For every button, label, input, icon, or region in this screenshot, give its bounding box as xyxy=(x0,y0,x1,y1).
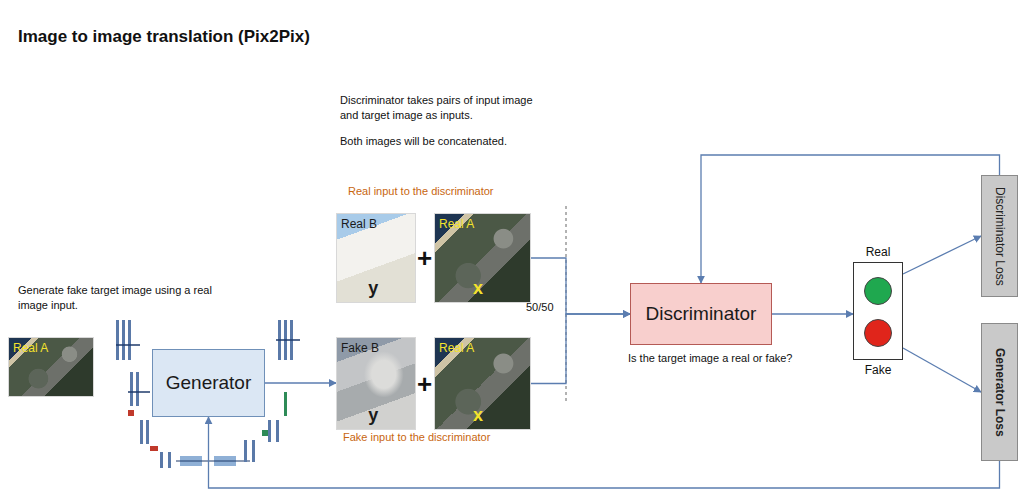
plus-sign: + xyxy=(417,245,432,271)
image-name: Real A xyxy=(439,217,474,231)
flow-arrow xyxy=(903,348,981,392)
image-name: Fake B xyxy=(341,341,379,355)
note-text: Is the target image a real or fake? xyxy=(628,351,792,366)
discriminator-box: Discriminator xyxy=(630,283,772,345)
input-caption: Fake input to the discriminator xyxy=(343,430,490,445)
image-tile: Real B y xyxy=(336,213,416,303)
image-name: Real A xyxy=(439,341,474,355)
red-lamp xyxy=(864,319,892,347)
image-tile: Real A x xyxy=(434,337,531,430)
variable-name: y xyxy=(368,405,378,426)
flow-arrow xyxy=(772,313,853,314)
image-tile: Fake B y xyxy=(336,337,416,430)
loss-box: Discriminator Loss xyxy=(981,175,1018,297)
image-name: Real A xyxy=(13,341,48,355)
variable-name: y xyxy=(368,278,378,299)
generator-box: Generator xyxy=(152,349,265,417)
variable-name: x xyxy=(473,278,483,299)
flow-arrow xyxy=(209,417,1000,488)
green-lamp xyxy=(864,277,892,305)
flow-arrow xyxy=(903,236,981,274)
note-text: Generate fake target image using a real … xyxy=(18,283,223,314)
note-text: Discriminator takes pairs of input image… xyxy=(340,93,535,124)
image-name: Real B xyxy=(341,217,377,231)
light-label: Fake xyxy=(865,363,892,377)
box-label: Generator xyxy=(166,372,252,394)
loss-label: Generator Loss xyxy=(993,348,1007,437)
flow-arrow xyxy=(265,382,336,383)
box-label: Discriminator xyxy=(646,303,757,325)
light-label: Real xyxy=(866,245,891,259)
loss-label: Discriminator Loss xyxy=(993,187,1007,286)
input-caption: Real input to the discriminator xyxy=(348,184,494,199)
loss-box: Generator Loss xyxy=(981,323,1018,461)
image-tile: Real A x xyxy=(434,213,531,303)
image-tile: Real A xyxy=(8,337,94,397)
traffic-light: RealFake xyxy=(853,262,903,360)
variable-name: x xyxy=(473,405,483,426)
plus-sign: + xyxy=(417,371,432,397)
flow-arrow xyxy=(701,155,1000,283)
diagram-title: Image to image translation (Pix2Pix) xyxy=(18,27,310,47)
note-text: Both images will be concatenated. xyxy=(340,134,540,149)
flow-arrow xyxy=(531,314,630,384)
